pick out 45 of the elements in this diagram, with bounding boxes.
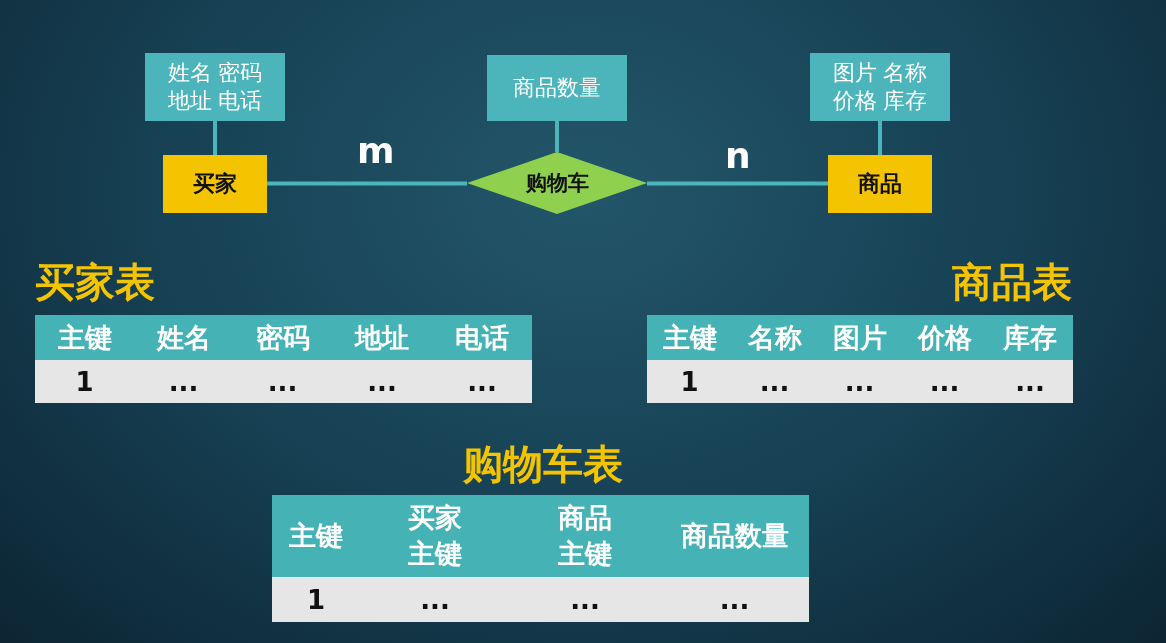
table-cell: ... [510,577,660,622]
table-cell: ... [360,577,510,622]
relationship-name: 购物车 [525,170,589,197]
connector-line [555,121,559,152]
attribute-box: 姓名 密码地址 电话 [145,53,285,121]
attribute-box: 图片 名称价格 库存 [810,53,950,121]
table-title: 购物车表 [463,440,623,489]
table-cell: ... [134,360,233,403]
header-cell: 主键 [272,495,360,577]
connector-line [647,181,828,186]
header-cell: 密码 [233,315,332,360]
table-cell: 1 [35,360,134,403]
table-cell: ... [902,360,987,403]
table-cell: ... [233,360,332,403]
table-cell: 1 [272,577,360,622]
entity-box: 商品 [828,155,932,213]
header-cell: 库存 [987,315,1073,360]
table-cell: ... [732,360,817,403]
header-cell: 主键 [35,315,134,360]
header-cell: 买家主键 [360,495,510,577]
table-cell: ... [660,577,809,622]
connector-line [213,121,217,155]
connector-line [878,121,882,155]
header-cell: 商品主键 [510,495,660,577]
cardinality-label: n [725,135,751,176]
header-cell: 图片 [817,315,902,360]
header-cell: 商品数量 [660,495,809,577]
table-cell: 1 [647,360,732,403]
attribute-box: 商品数量 [487,55,627,121]
header-cell: 电话 [432,315,532,360]
table-title: 买家表 [35,258,155,307]
header-cell: 价格 [902,315,987,360]
header-cell: 名称 [732,315,817,360]
cardinality-label: m [357,130,395,171]
header-cell: 姓名 [134,315,233,360]
connector-line [267,181,467,186]
header-cell: 主键 [647,315,732,360]
table-cell: ... [817,360,902,403]
header-cell: 地址 [332,315,432,360]
entity-box: 买家 [163,155,267,213]
table-cell: ... [432,360,532,403]
relationship-diamond [467,152,647,214]
table-title: 商品表 [952,258,1072,307]
table-cell: ... [332,360,432,403]
table-cell: ... [987,360,1073,403]
